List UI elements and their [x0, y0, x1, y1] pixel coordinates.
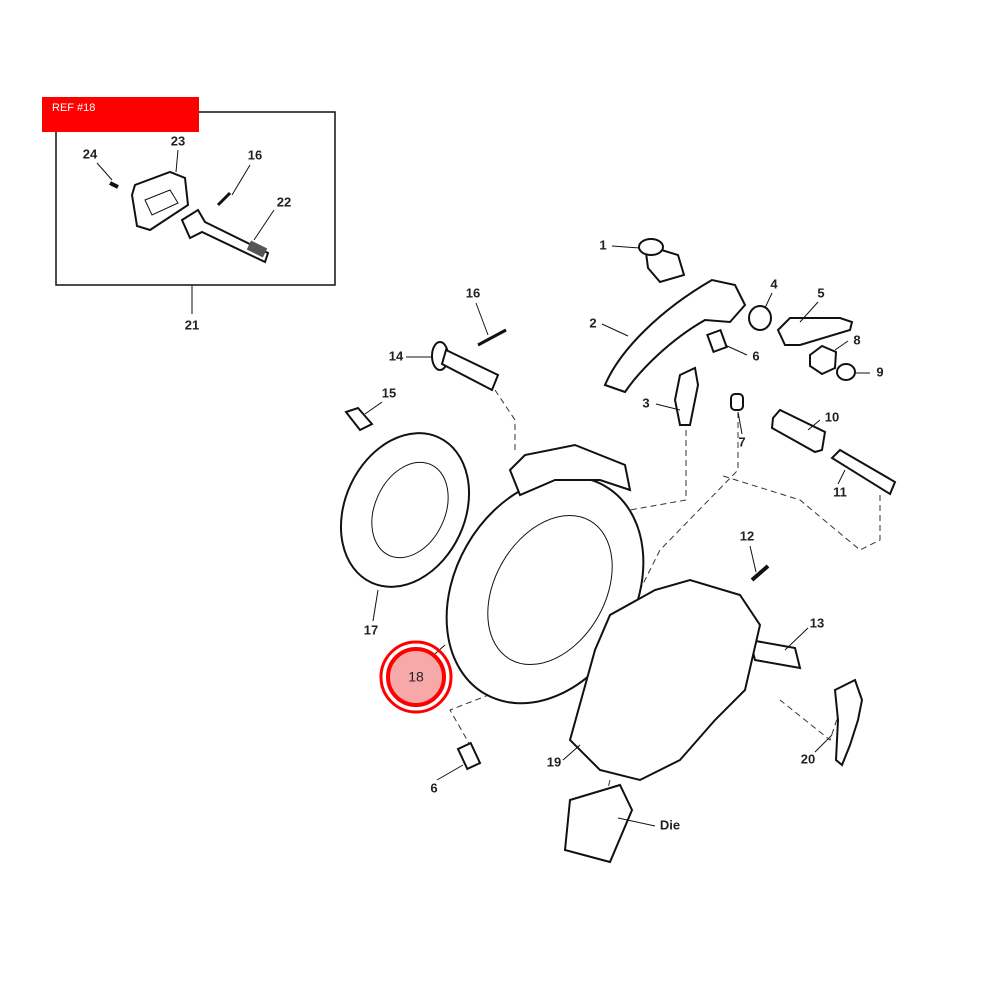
part-6-pin	[706, 328, 728, 354]
inset-part-16	[216, 191, 232, 207]
part-1-bushing	[638, 238, 686, 284]
part-15-screw	[344, 406, 374, 432]
leader-lines	[364, 245, 870, 827]
highlight-marker-18[interactable]: 18	[379, 640, 453, 714]
label-8: 8	[853, 332, 860, 347]
part-6-pin-lower	[456, 741, 482, 771]
label-6-lower: 6	[430, 780, 437, 795]
label-14: 14	[389, 348, 404, 363]
part-17-plate	[339, 432, 471, 588]
part-19-cam-body	[568, 578, 762, 782]
part-3-link	[673, 366, 700, 426]
part-10-pin	[770, 408, 827, 454]
part-4-washer	[748, 305, 772, 331]
inset-part-23	[130, 170, 190, 232]
label-17: 17	[364, 622, 378, 637]
inset-part-24	[109, 181, 119, 189]
label-15: 15	[382, 385, 396, 400]
part-12-screw	[750, 564, 770, 582]
inset-label-22: 22	[277, 194, 291, 209]
label-18: 18	[408, 669, 424, 685]
label-4: 4	[770, 276, 778, 291]
label-9: 9	[876, 364, 883, 379]
label-3: 3	[642, 395, 649, 410]
ref-banner-label: REF #18	[52, 102, 96, 114]
label-20: 20	[801, 751, 815, 766]
part-2-lever	[603, 278, 747, 394]
die-insert	[563, 783, 634, 864]
inset-label-24: 24	[83, 146, 98, 161]
part-7-plug	[730, 393, 744, 411]
ref-banner: REF #18	[42, 97, 199, 132]
part-13-shaft	[748, 638, 802, 670]
part-14-bolt	[431, 341, 500, 392]
part-11-spring	[830, 448, 897, 496]
highlight-inner-disc	[386, 647, 446, 707]
label-16: 16	[466, 285, 480, 300]
part-8-nut	[809, 344, 838, 376]
label-19: 19	[547, 754, 561, 769]
label-1: 1	[599, 237, 606, 252]
label-die: Die	[660, 817, 680, 832]
label-11: 11	[833, 484, 847, 499]
label-6: 6	[752, 348, 759, 363]
label-5: 5	[817, 285, 824, 300]
part-9-ring	[836, 363, 856, 381]
inset-leaders	[96, 149, 275, 241]
part-16-pin	[477, 328, 507, 347]
inset-label-16: 16	[248, 147, 262, 162]
label-2: 2	[589, 315, 596, 330]
part-5-handle	[776, 317, 854, 346]
label-12: 12	[740, 528, 754, 543]
label-13: 13	[810, 615, 824, 630]
inset-box	[55, 111, 336, 286]
inset-label-23: 23	[171, 133, 185, 148]
label-7: 7	[738, 434, 745, 449]
inset-label-21: 21	[185, 317, 199, 332]
inset-part-22	[180, 208, 270, 264]
highlight-outer-ring	[379, 640, 453, 714]
part-20-latch	[833, 678, 864, 767]
label-10: 10	[825, 409, 839, 424]
